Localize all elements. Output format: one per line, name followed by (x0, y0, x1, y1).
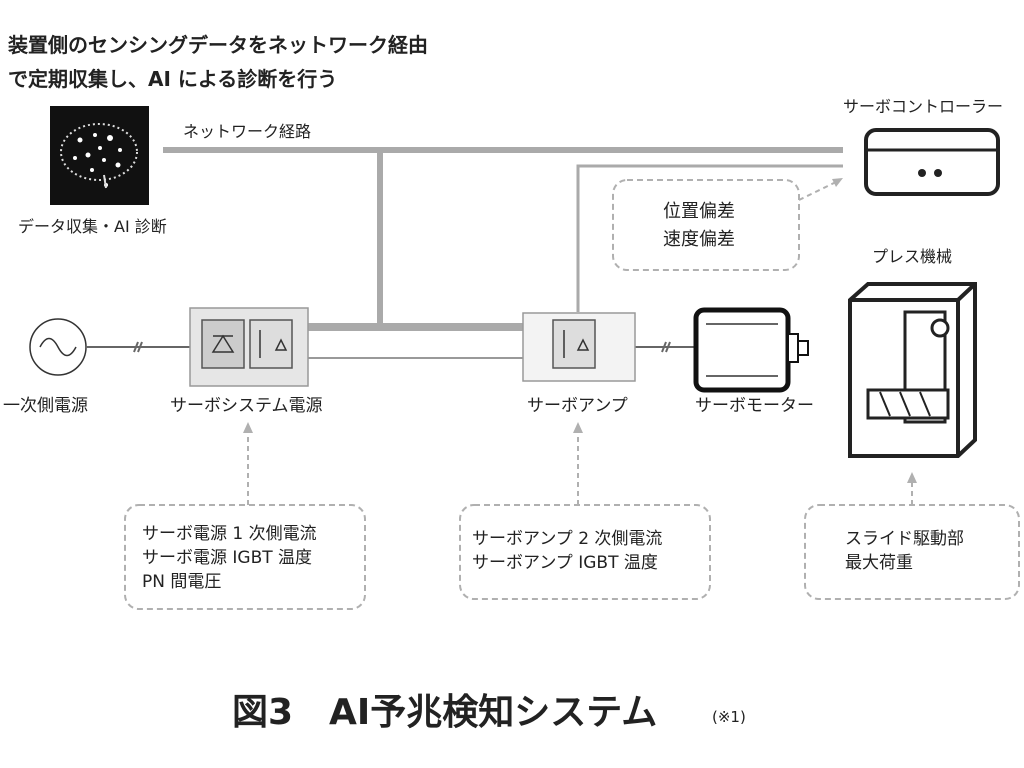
data-arrows (247, 432, 913, 505)
controller-data-2: 速度偏差 (663, 229, 735, 250)
ac-source-icon (29, 318, 87, 376)
amp-data-box: サーボアンプ 2 次側電流 サーボアンプ IGBT 温度 (459, 504, 711, 600)
controller-data-box: 位置偏差 速度偏差 (612, 178, 843, 271)
servo-controller-icon (864, 128, 1000, 196)
press-data-1: スライド駆動部 (845, 529, 964, 549)
source-label: 一次側電源 (3, 396, 88, 416)
header-line-1: 装置側のセンシングデータをネットワーク経由 (7, 33, 428, 57)
arrowhead-icon (907, 472, 917, 483)
header-line-2: で定期収集し、AI による診断を行う (8, 67, 337, 91)
ai-label: データ収集・AI 診断 (18, 217, 167, 236)
network-label: ネットワーク経路 (183, 122, 311, 141)
servo-system-power-icon (189, 307, 309, 387)
controller-data-1: 位置偏差 (663, 201, 735, 222)
power-lines (86, 323, 695, 359)
arrowhead-icon (832, 178, 843, 187)
servo-amp-icon (522, 312, 636, 382)
power-data-2: サーボ電源 IGBT 温度 (142, 548, 312, 568)
servo-motor-icon (693, 307, 809, 393)
arrowhead-icon (243, 422, 253, 433)
ai-brain-icon (50, 106, 149, 205)
amp-label: サーボアンプ (527, 396, 628, 416)
power-label: サーボシステム電源 (170, 396, 323, 416)
power-data-box: サーボ電源 1 次側電流 サーボ電源 IGBT 温度 PN 間電圧 (124, 504, 366, 610)
figure-caption: 図3 AI予兆検知システム (232, 692, 657, 733)
controller-label: サーボコントローラー (843, 97, 1003, 116)
press-machine-icon (848, 282, 977, 458)
amp-data-2: サーボアンプ IGBT 温度 (472, 553, 658, 573)
power-data-1: サーボ電源 1 次側電流 (142, 524, 317, 544)
press-label: プレス機械 (872, 247, 952, 266)
amp-data-1: サーボアンプ 2 次側電流 (472, 529, 662, 549)
press-data-2: 最大荷重 (845, 553, 913, 573)
motor-label: サーボモーター (695, 396, 814, 416)
power-data-3: PN 間電圧 (142, 572, 221, 592)
press-data-box: スライド駆動部 最大荷重 (804, 504, 1020, 600)
arrowhead-icon (573, 422, 583, 433)
network-bus (163, 147, 843, 325)
caption-note: (※1) (712, 708, 746, 726)
